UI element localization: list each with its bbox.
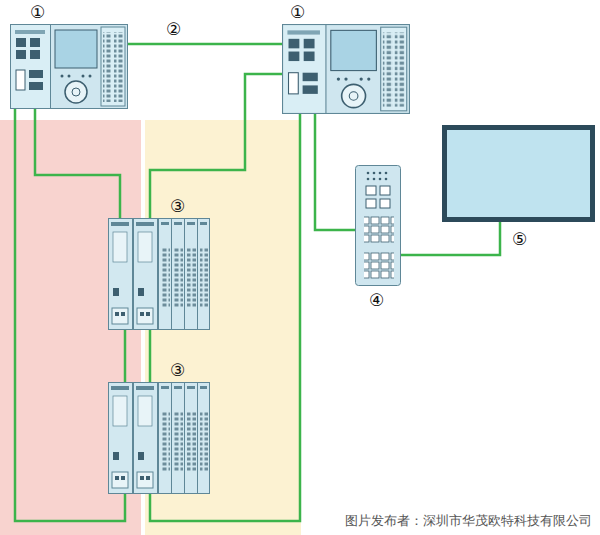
network-switch: ④ <box>355 165 401 286</box>
network-cable <box>35 109 120 218</box>
controller-illustration <box>11 25 128 109</box>
network-cable <box>150 74 282 218</box>
hmi-monitor: ⑤ <box>442 125 595 222</box>
io-rack-illustration <box>109 383 210 494</box>
callout-number: ④ <box>369 291 384 310</box>
network-cable <box>15 109 125 521</box>
plc-controller: ① <box>10 24 128 109</box>
callout-number: ③ <box>170 197 185 216</box>
callout-number: ② <box>164 20 183 39</box>
callout-number: ① <box>290 3 305 22</box>
switch-illustration <box>356 166 401 286</box>
network-cable <box>149 330 152 382</box>
io-rack: ③ <box>108 382 210 494</box>
io-rack: ③ <box>108 218 210 330</box>
monitor-illustration <box>442 125 595 222</box>
plc-controller: ① <box>282 24 410 114</box>
callout-number: ③ <box>170 361 185 380</box>
callout-number: ① <box>30 3 45 22</box>
watermark: 图片发布者：深圳市华茂欧特科技有限公司 <box>345 513 592 529</box>
network-cable <box>128 43 282 46</box>
callout-number: ⑤ <box>512 230 527 249</box>
network-cable <box>124 330 127 382</box>
io-rack-illustration <box>109 219 210 330</box>
network-cable <box>401 222 500 255</box>
network-cable <box>150 114 300 521</box>
controller-illustration <box>283 25 410 114</box>
network-cable <box>315 114 355 230</box>
